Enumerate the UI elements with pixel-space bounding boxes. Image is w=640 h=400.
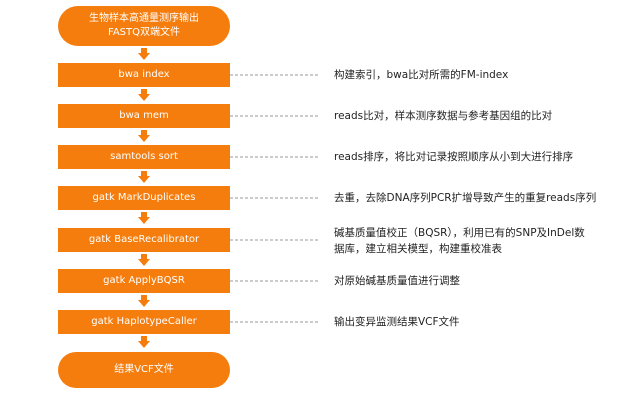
step-label: gatk BaseRecalibrator: [88, 234, 200, 245]
step-label: bwa mem: [119, 110, 169, 121]
arrow-down-icon: [138, 130, 150, 142]
step-label: gatk ApplyBQSR: [103, 275, 185, 286]
step-gatk-applybqsr: gatk ApplyBQSR: [58, 269, 230, 293]
step-description: 对原始碱基质量值进行调整: [334, 275, 460, 287]
step-description: 碱基质量值校正（BQSR），利用已有的SNP及InDel数 据库，建立相关模型，…: [334, 227, 585, 255]
step-description: 构建索引，bwa比对所需的FM-index: [334, 69, 509, 81]
step-description: 去重，去除DNA序列PCR扩增导致产生的重复reads序列: [334, 192, 597, 204]
arrow-down-icon: [138, 254, 150, 266]
arrow-down-icon: [138, 171, 150, 183]
arrow-down-icon: [138, 212, 150, 224]
start-node-label: 生物样本高通量测序输出 FASTQ双端文件: [89, 13, 199, 38]
step-label: bwa index: [118, 69, 170, 80]
step-description: reads排序，将比对记录按照顺序从小到大进行排序: [334, 151, 574, 163]
step-gatk-markduplicates: gatk MarkDuplicates: [58, 186, 230, 210]
step-bwa-index: bwa index: [58, 63, 230, 87]
arrow-down-icon: [138, 295, 150, 307]
arrow-down-icon: [138, 48, 150, 60]
step-description: 输出变异监测结果VCF文件: [334, 316, 460, 328]
step-gatk-haplotypecaller: gatk HaplotypeCaller: [58, 310, 230, 334]
step-gatk-baserecalibrator: gatk BaseRecalibrator: [58, 228, 230, 252]
arrow-down-icon: [138, 336, 150, 348]
end-node-label: 结果VCF文件: [114, 364, 174, 375]
start-node: 生物样本高通量测序输出 FASTQ双端文件: [58, 6, 230, 46]
step-label: gatk HaplotypeCaller: [91, 316, 197, 327]
step-label: samtools sort: [110, 151, 178, 162]
step-label: gatk MarkDuplicates: [92, 192, 196, 203]
step-samtools-sort: samtools sort: [58, 145, 230, 169]
step-description: reads比对，样本测序数据与参考基因组的比对: [334, 110, 553, 122]
arrow-down-icon: [138, 89, 150, 101]
end-node: 结果VCF文件: [58, 352, 230, 388]
step-bwa-mem: bwa mem: [58, 104, 230, 128]
